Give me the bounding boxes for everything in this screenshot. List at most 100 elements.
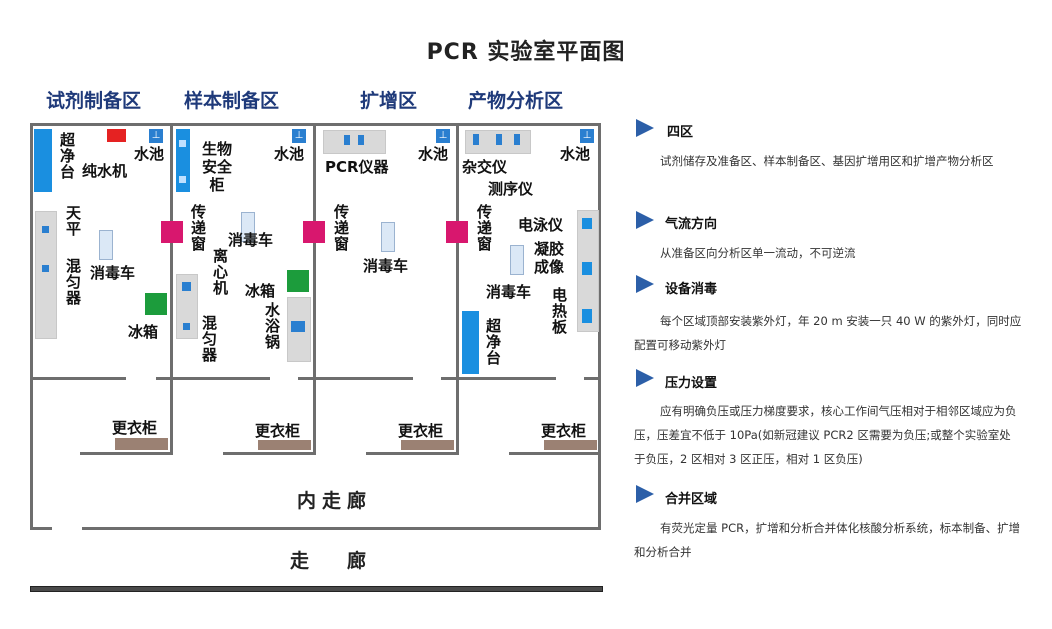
- sink-icon: ⊥: [436, 129, 450, 143]
- pass-window-4-label: 传递窗: [475, 204, 493, 252]
- fridge-2-label: 冰箱: [245, 282, 276, 300]
- lab-wall-4a: [456, 377, 556, 380]
- chevron-right-icon: [636, 485, 654, 503]
- hybridizer-icon-2: [496, 134, 502, 145]
- legend-title-disinfection: 设备消毒: [665, 282, 718, 297]
- legend-text-airflow: 从准备区向分析区单一流动，不可逆流: [660, 246, 856, 260]
- disinfection-cart-1: [99, 230, 113, 260]
- water-purifier: [107, 129, 126, 142]
- disinfection-cart-1-label: 消毒车: [90, 264, 136, 282]
- legend-title-pressure: 压力设置: [665, 376, 718, 391]
- mixer-icon: [42, 265, 49, 272]
- locker-1: [115, 438, 168, 450]
- disinfection-cart-2: [241, 212, 255, 242]
- corridor-label: 走 廊: [290, 550, 367, 572]
- zone-label-reagent: 试剂制备区: [46, 90, 142, 112]
- locker-3: [401, 440, 454, 450]
- gel-imaging-label: 凝胶成像: [534, 240, 565, 276]
- cabinet-icon-2: [179, 176, 186, 183]
- balance-label: 天平: [64, 205, 82, 237]
- ante-wall-1: [80, 452, 173, 455]
- clean-bench-2-label: 超净台: [484, 318, 502, 366]
- locker-label-4: 更衣柜: [541, 422, 587, 440]
- legend-title-merge: 合并区域: [665, 492, 718, 507]
- zone-label-analysis: 产物分析区: [468, 90, 564, 112]
- hot-plate-label: 电热板: [550, 287, 568, 335]
- water-bath-icon: [291, 321, 305, 332]
- disinfection-cart-3: [381, 222, 395, 252]
- electrophoresis-label: 电泳仪: [518, 216, 564, 234]
- chevron-right-icon: [636, 119, 654, 137]
- partition-1: [170, 123, 173, 453]
- legend-title-zones: 四区: [667, 125, 694, 140]
- pass-window-2-label: 传递窗: [189, 204, 207, 252]
- legend-title-airflow: 气流方向: [665, 217, 718, 232]
- gel-imager-unit: [582, 262, 592, 275]
- hybridizer-icon-1: [473, 134, 479, 145]
- sink-label-1: 水池: [134, 145, 165, 163]
- cabinet-icon-1: [179, 140, 186, 147]
- zone-label-sample: 样本制备区: [184, 90, 280, 112]
- lab-wall-2a: [170, 377, 270, 380]
- balance-icon: [42, 226, 49, 233]
- ante-wall-3: [366, 452, 459, 455]
- sink-icon: ⊥: [149, 129, 163, 143]
- fridge-2: [287, 270, 309, 292]
- sink-icon: ⊥: [580, 129, 594, 143]
- lab-wall-1a: [30, 377, 126, 380]
- pcr-icon-1: [344, 135, 350, 145]
- zone-label-amplification: 扩增区: [360, 90, 418, 112]
- lab-wall-1b: [156, 377, 173, 380]
- sink-label-4: 水池: [560, 145, 591, 163]
- inner-corridor-wall-b: [82, 527, 601, 530]
- pcr-bench: [323, 130, 386, 154]
- pcr-icon-2: [358, 135, 364, 145]
- inner-corridor-label: 内走廊: [297, 490, 373, 512]
- hybridizer-icon-3: [514, 134, 520, 145]
- partition-2: [313, 123, 316, 453]
- legend-panel: 四区 试剂储存及准备区、样本制备区、基因扩增用区和扩增产物分析区 气流方向 从准…: [632, 112, 1042, 572]
- pass-window-1: [161, 221, 183, 243]
- mixer-label-1: 混匀器: [64, 258, 82, 306]
- wall-right: [598, 123, 601, 530]
- disinfection-cart-4-label: 消毒车: [486, 283, 532, 301]
- locker-label-2: 更衣柜: [255, 422, 301, 440]
- corridor-edge: [30, 586, 603, 592]
- wall-left: [30, 123, 33, 530]
- lab-wall-4b: [584, 377, 601, 380]
- legend-text-pressure: 应有明确负压或压力梯度要求，核心工作间气压相对于相邻区域应为负压，压差宜不低于 …: [634, 404, 1017, 466]
- locker-label-3: 更衣柜: [398, 422, 444, 440]
- lab-wall-2b: [298, 377, 316, 380]
- hot-plate-unit: [582, 309, 592, 323]
- legend-text-zones: 试剂储存及准备区、样本制备区、基因扩增用区和扩增产物分析区: [660, 154, 994, 168]
- partition-3: [456, 123, 459, 453]
- disinfection-cart-3-label: 消毒车: [363, 257, 409, 275]
- chevron-right-icon: [636, 211, 654, 229]
- legend-text-disinfection: 每个区域顶部安装紫外灯，年 20 m 安装一只 40 W 的紫外灯，同时应配置可…: [634, 314, 1022, 352]
- ante-wall-2: [223, 452, 316, 455]
- water-purifier-label: 纯水机: [82, 162, 128, 180]
- fridge-1-label: 冰箱: [128, 323, 159, 341]
- sink-icon: ⊥: [292, 129, 306, 143]
- centrifuge-label: 离心机: [211, 248, 229, 296]
- lab-wall-3a: [313, 377, 413, 380]
- disinfection-cart-4: [510, 245, 524, 275]
- page-title: PCR 实验室平面图: [426, 40, 626, 65]
- biosafety-cabinet-label: 生物安全柜: [201, 140, 232, 194]
- mixer-icon-2: [183, 323, 190, 330]
- sink-label-2: 水池: [274, 145, 305, 163]
- clean-bench-1: [34, 129, 52, 192]
- hybridizer-label: 杂交仪: [462, 158, 508, 176]
- pcr-label: PCR仪器: [325, 158, 389, 176]
- lab-wall-3b: [441, 377, 459, 380]
- ante-wall-4: [509, 452, 601, 455]
- floor-plan: 超净台 纯水机 ⊥ 水池 天平 混匀器 消毒车 冰箱 生物安全柜 ⊥ 水池 传递…: [30, 123, 603, 592]
- pass-window-2: [303, 221, 325, 243]
- water-bath-label: 水浴锅: [263, 302, 281, 350]
- centrifuge-icon: [182, 282, 191, 291]
- centrifuge-bench: [176, 274, 198, 339]
- fridge-1: [145, 293, 167, 315]
- pass-window-3-label: 传递窗: [332, 204, 350, 252]
- clean-bench-2: [462, 311, 479, 374]
- sink-label-3: 水池: [418, 145, 449, 163]
